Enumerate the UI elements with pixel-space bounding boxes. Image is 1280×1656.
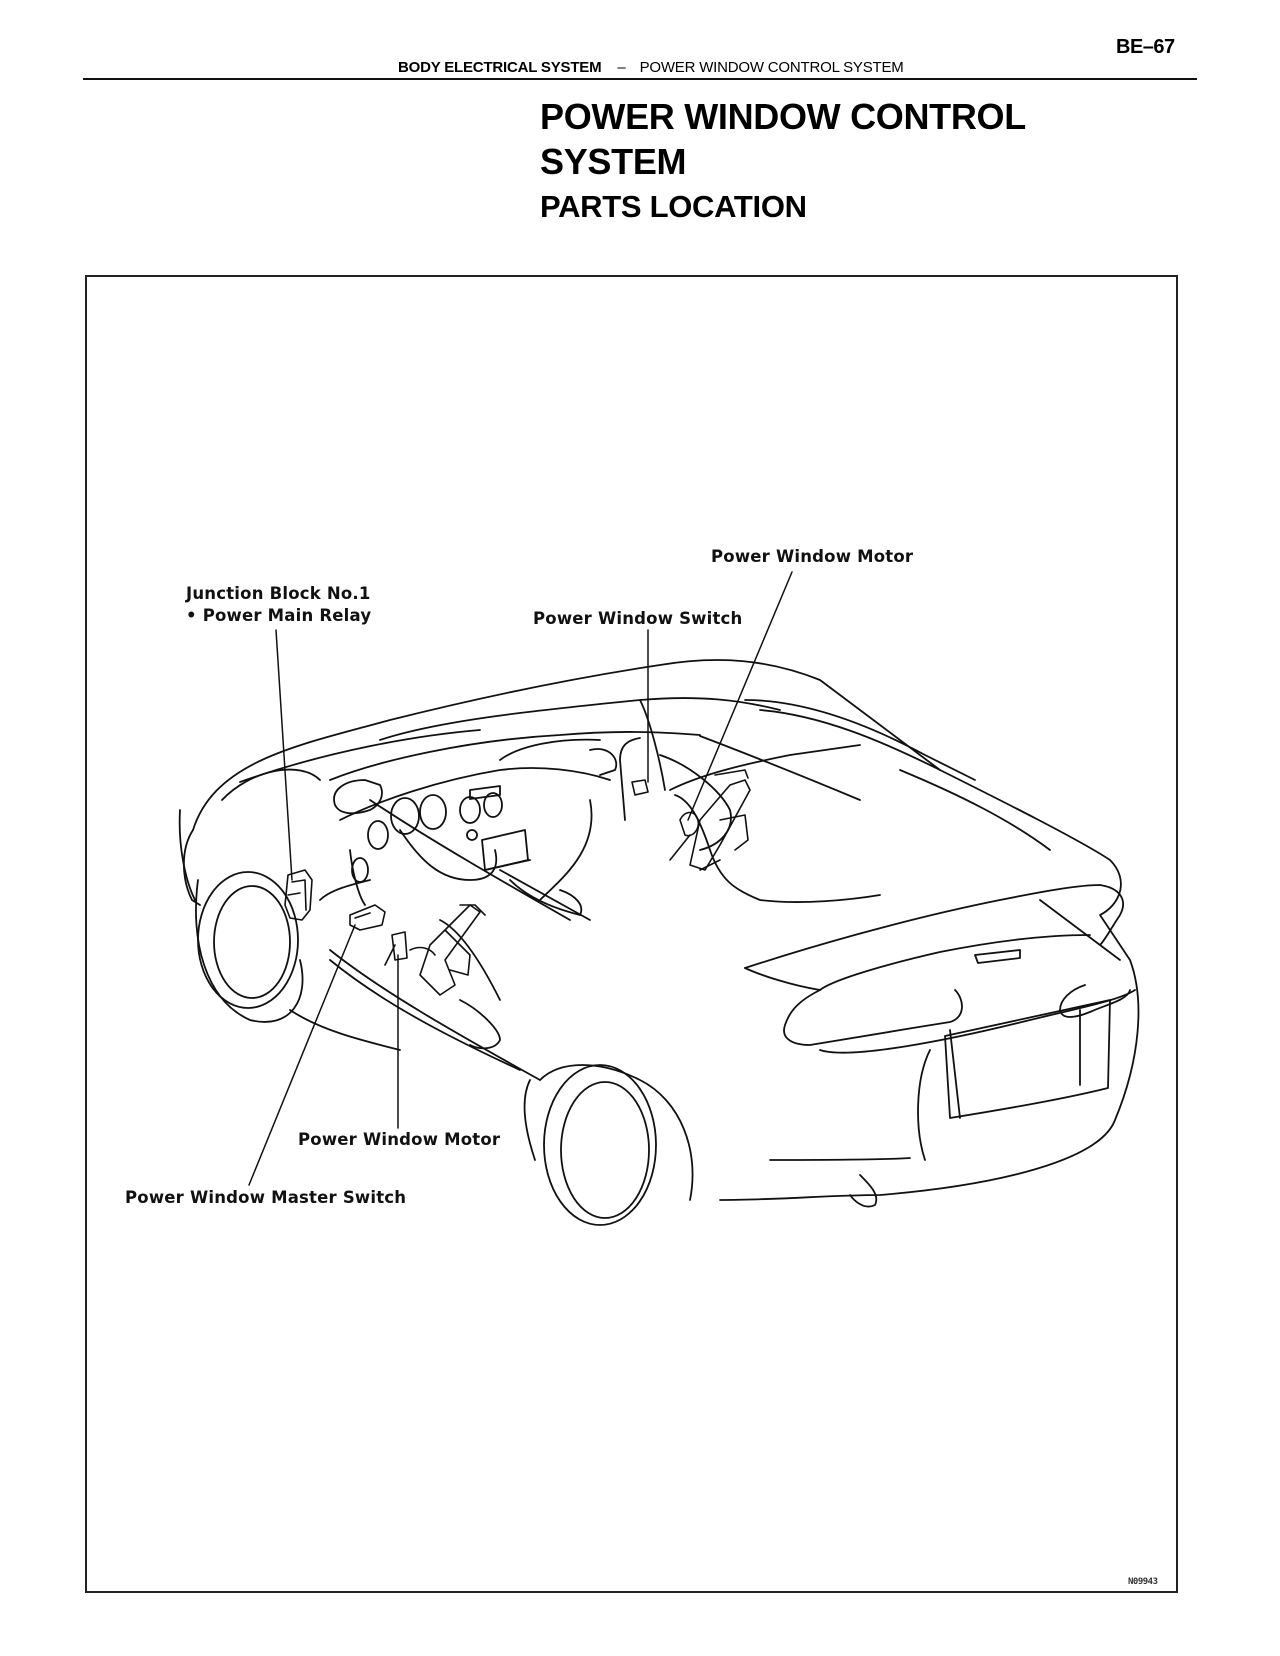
leader-pw-motor-rear <box>687 571 793 821</box>
dashboard <box>319 738 618 921</box>
master-switch-component <box>349 904 386 931</box>
callout-junction-block: Junction Block No.1 <box>186 584 371 603</box>
figure-frame <box>85 275 1178 1593</box>
leader-junction-block <box>275 629 293 881</box>
leader-pw-master-switch <box>248 924 356 1186</box>
subsection-title: POWER WINDOW CONTROL SYSTEM <box>639 59 904 76</box>
callout-pw-motor-rear: Power Window Motor <box>711 547 914 566</box>
car-body <box>178 659 1140 1208</box>
header-separator: – <box>617 59 626 76</box>
section-title: BODY ELECTRICAL SYSTEM <box>398 59 602 76</box>
leader-lines <box>248 571 793 1186</box>
running-header: BODY ELECTRICAL SYSTEM–POWER WINDOW CONT… <box>398 59 904 76</box>
page-title-line2: SYSTEM <box>540 141 687 182</box>
callout-pw-switch: Power Window Switch <box>533 609 743 628</box>
rear-window-motor-component <box>669 769 751 871</box>
page-number: BE–67 <box>1116 36 1175 58</box>
callout-pw-master-switch: Power Window Master Switch <box>125 1188 407 1207</box>
door-sill <box>329 919 541 1081</box>
callout-power-main-relay: • Power Main Relay <box>186 606 372 625</box>
front-wheel <box>195 871 401 1051</box>
junction-block-component <box>284 869 313 921</box>
page-title-line1: POWER WINDOW CONTROL <box>540 96 1026 137</box>
rear-wheel <box>523 1064 694 1226</box>
section-heading: PARTS LOCATION <box>540 189 807 224</box>
front-window-motor-component <box>384 904 486 996</box>
callout-pw-motor-front: Power Window Motor <box>298 1130 501 1149</box>
figure-code: N09943 <box>1128 1577 1158 1587</box>
window-switch-component <box>631 779 649 796</box>
header-rule <box>83 78 1197 80</box>
